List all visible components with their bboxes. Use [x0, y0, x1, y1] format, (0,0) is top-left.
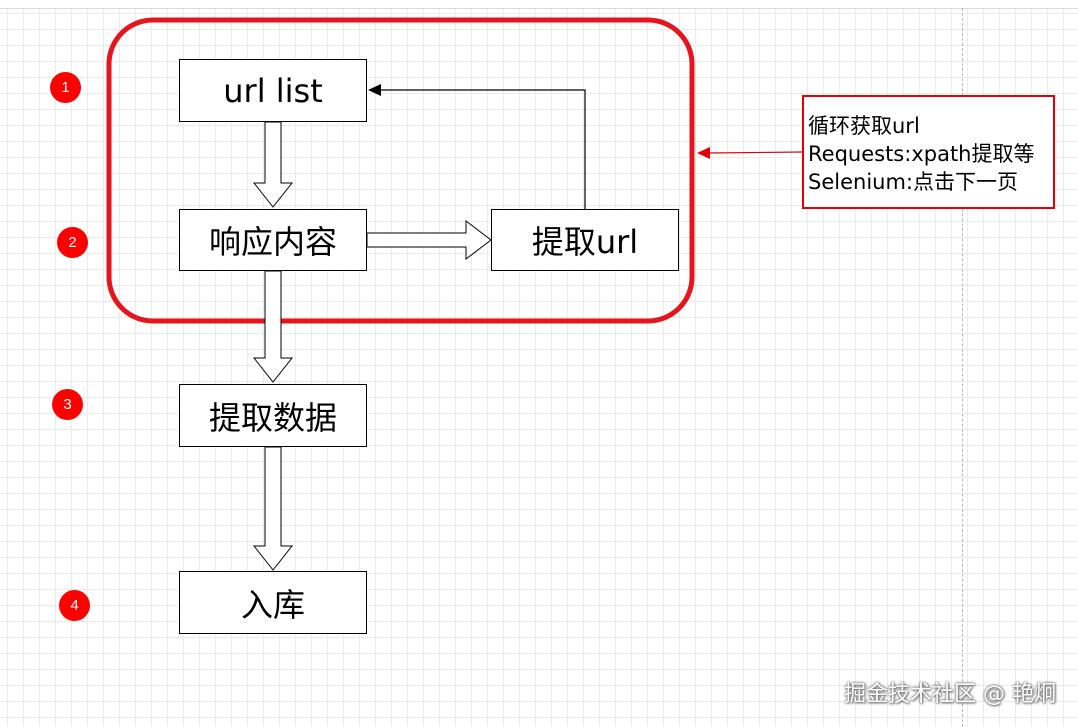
- loop-group-frame: [106, 17, 695, 324]
- note-line-requests: Requests:xpath提取等: [808, 142, 1035, 166]
- loop-note-box: 循环获取url Requests:xpath提取等 Selenium:点击下一页: [802, 95, 1055, 209]
- node-response-content: 响应内容: [179, 209, 367, 271]
- step-marker-3: 3: [52, 389, 83, 420]
- note-pointer-arrowhead: [697, 147, 710, 159]
- watermark-text: 掘金技术社区 @ 艳炯: [844, 682, 1056, 707]
- arrow-response-to-extracturl: [366, 219, 492, 261]
- arrow-urllist-to-response: [252, 121, 294, 208]
- canvas-top-edge: [0, 0, 1078, 9]
- arrow-extractdata-to-storage: [252, 446, 294, 571]
- loop-back-arrowhead: [368, 84, 381, 96]
- node-extract-data: 提取数据: [179, 384, 367, 447]
- note-line-selenium: Selenium:点击下一页: [808, 170, 1018, 194]
- node-url-list: url list: [179, 59, 367, 122]
- arrow-response-to-extractdata: [252, 270, 294, 383]
- node-storage: 入库: [179, 571, 367, 634]
- page-break-line: [962, 8, 963, 727]
- note-line-loop: 循环获取url: [808, 114, 920, 138]
- node-extract-url: 提取url: [491, 209, 679, 271]
- step-marker-1: 1: [50, 72, 81, 103]
- loop-back-connector: [380, 89, 586, 209]
- step-marker-4: 4: [59, 590, 90, 621]
- note-pointer-line: [708, 151, 803, 154]
- step-marker-2: 2: [57, 227, 88, 258]
